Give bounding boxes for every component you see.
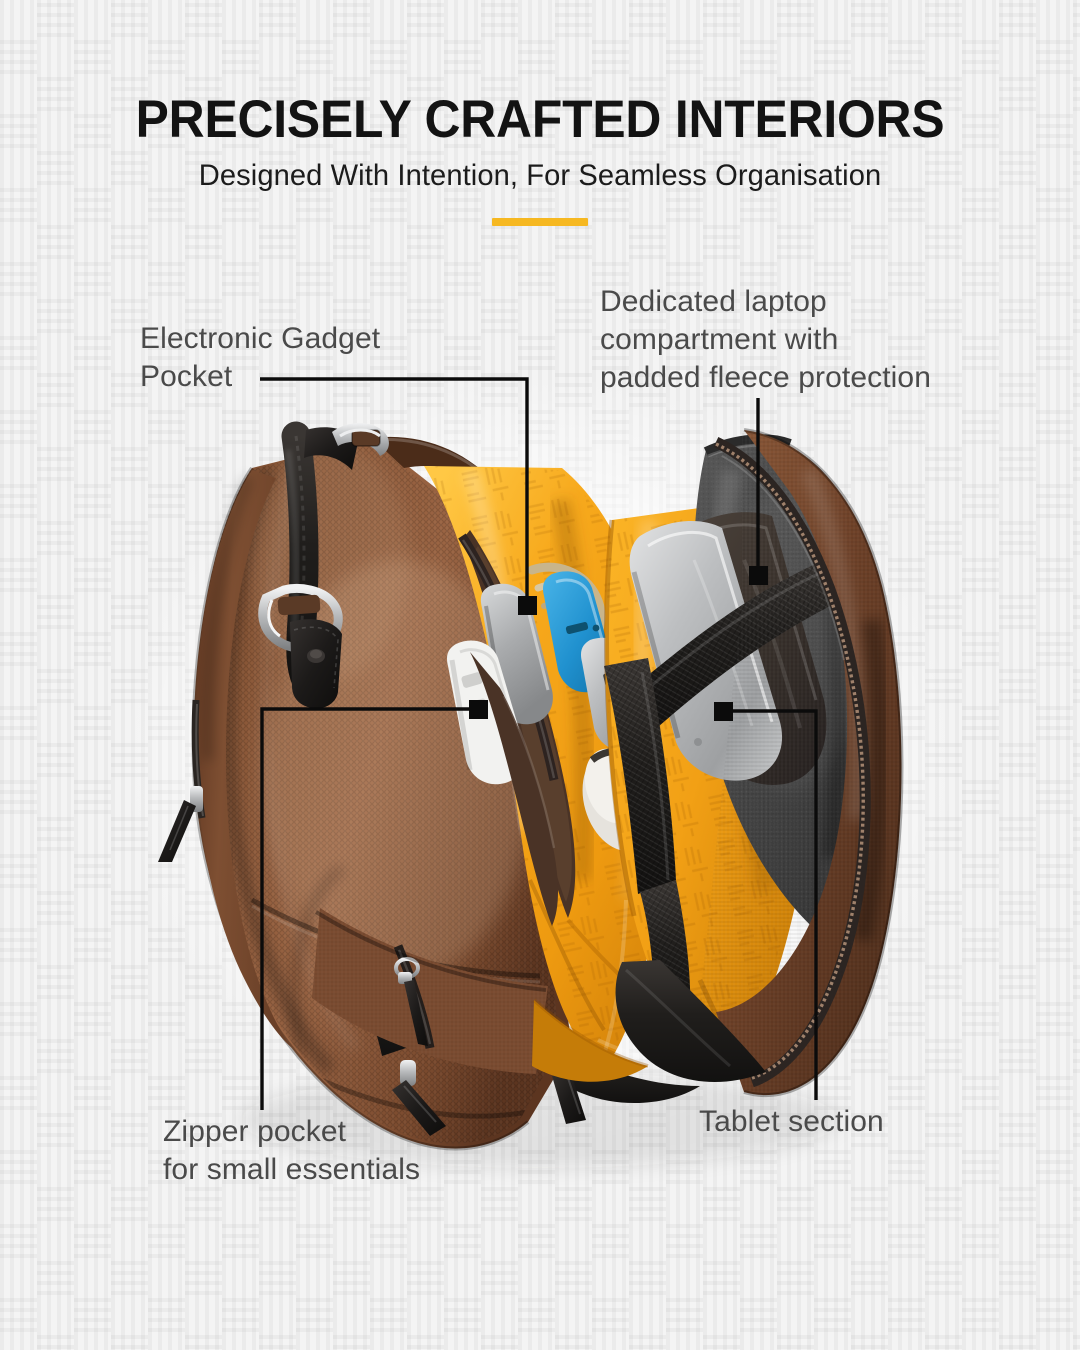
callout-laptop-line-1: Dedicated laptop — [600, 285, 827, 318]
callout-gadget-line-2: Pocket — [140, 360, 233, 393]
callout-zipper-line-2: for small essentials — [163, 1153, 421, 1186]
callout-label-laptop-compartment: Dedicated laptop compartment with padded… — [600, 283, 1020, 397]
callout-label-zipper-pocket: Zipper pocket for small essentials — [163, 1113, 523, 1189]
callout-gadget-line-1: Electronic Gadget — [140, 322, 381, 355]
bag-base — [532, 998, 649, 1082]
callout-zipper-line-1: Zipper pocket — [163, 1115, 347, 1148]
callout-laptop-line-3: padded fleece protection — [600, 361, 931, 394]
callout-laptop-line-2: compartment with — [600, 323, 839, 356]
handle-leather-tab — [290, 619, 342, 709]
page-title: PRECISELY CRAFTED INTERIORS — [135, 90, 945, 149]
accent-divider-bar — [492, 218, 588, 226]
callout-label-tablet-section: Tablet section — [699, 1103, 1019, 1141]
side-zipper — [158, 699, 206, 862]
callout-label-gadget-pocket: Electronic Gadget Pocket — [140, 320, 470, 396]
callout-tablet-line-1: Tablet section — [699, 1105, 884, 1138]
backpack-side-gusset — [195, 470, 292, 1048]
page-subtitle: Designed With Intention, For Seamless Or… — [198, 159, 882, 192]
zipper-pull-tab — [158, 800, 196, 862]
